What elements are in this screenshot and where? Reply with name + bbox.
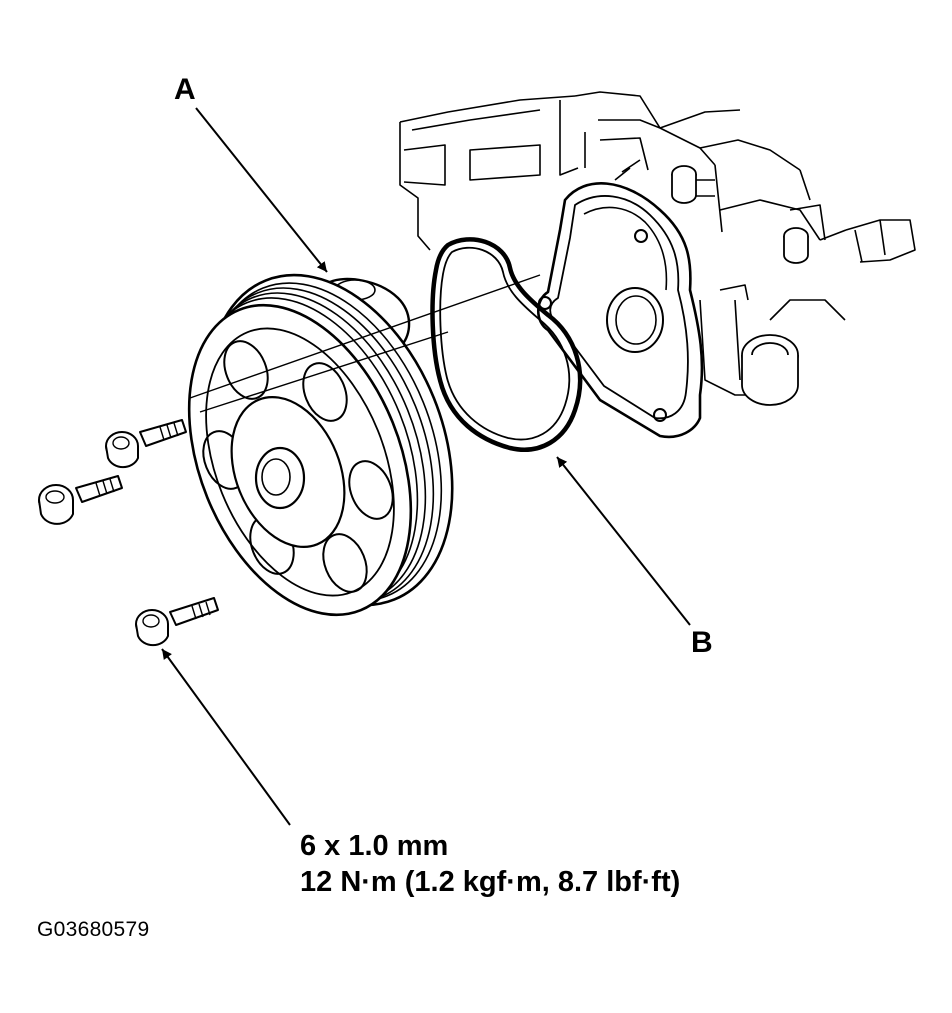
- o-ring-gasket: [430, 237, 583, 452]
- bolt-specification: 6 x 1.0 mm 12 N·m (1.2 kgf·m, 8.7 lbf·ft…: [300, 828, 680, 900]
- bolt-torque: 12 N·m (1.2 kgf·m, 8.7 lbf·ft): [300, 866, 681, 898]
- figure-id: G03680579: [37, 918, 150, 941]
- pump-bolt-lower: [135, 597, 219, 647]
- leader-arrow-b: [556, 456, 691, 626]
- water-pump: [187, 273, 454, 617]
- alignment-lines: [189, 274, 541, 413]
- pump-bolt-middle: [38, 475, 123, 525]
- outlet-pipe: [741, 334, 799, 406]
- callout-a: A: [174, 73, 196, 106]
- bolt-size: 6 x 1.0 mm: [300, 830, 449, 862]
- engine-block: [399, 91, 916, 396]
- leader-arrow-bolt: [161, 648, 291, 826]
- leader-arrows: [161, 107, 691, 826]
- pump-bolt-upper: [105, 419, 187, 469]
- callout-b: B: [691, 626, 713, 659]
- block-bolt: [671, 165, 809, 264]
- leader-arrow-a: [195, 107, 328, 273]
